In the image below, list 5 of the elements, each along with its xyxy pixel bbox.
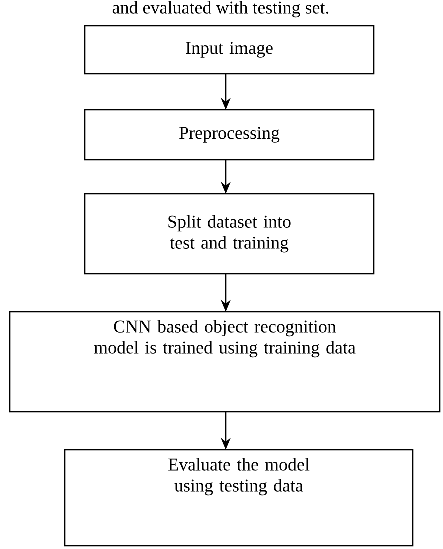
process-box: Evaluate the model using testing data xyxy=(64,449,414,547)
process-box: Preprocessing xyxy=(84,109,375,161)
process-box: Split dataset into test and training xyxy=(84,193,375,275)
process-box: CNN based object recognition model is trained using training data xyxy=(9,311,441,413)
process-box: Input image xyxy=(84,25,375,75)
